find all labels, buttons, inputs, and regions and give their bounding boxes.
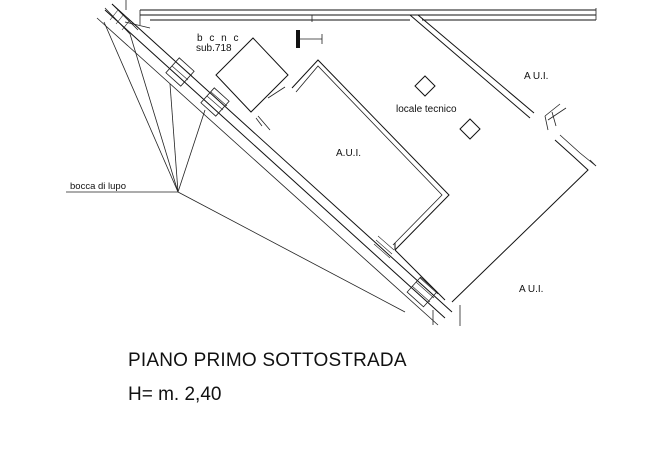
upper-right-room: [409, 8, 597, 119]
label-bocca-di-lupo: bocca di lupo: [70, 181, 126, 192]
top-wall: [124, 9, 596, 29]
label-locale-tecnico: locale tecnico: [396, 104, 457, 115]
door-symbol-top: [296, 30, 323, 48]
label-sub: sub.718: [196, 43, 232, 54]
window-hatches: [165, 57, 439, 308]
right-lower-room: [451, 134, 597, 303]
label-aui-top-right: A U.I.: [524, 71, 548, 82]
locale-tecnico-equipment: [414, 75, 481, 140]
plan-title: PIANO PRIMO SOTTOSTRADA: [128, 350, 407, 371]
label-aui-bottom-right: A U.I.: [519, 284, 543, 295]
corner-hatch-top: [104, 0, 139, 35]
label-aui-center: A.U.I.: [336, 148, 361, 159]
stair-hatch: [373, 235, 395, 259]
door-symbol-right: [544, 103, 567, 131]
bcnc-room: [215, 37, 289, 131]
central-room: [291, 59, 450, 251]
diagonal-outer-wall: [96, 3, 453, 326]
label-bcnc: b c n c: [197, 33, 240, 44]
light-well-lines: [66, 21, 406, 313]
lower-right-walls: [394, 249, 461, 326]
plan-height: H= m. 2,40: [128, 384, 222, 405]
